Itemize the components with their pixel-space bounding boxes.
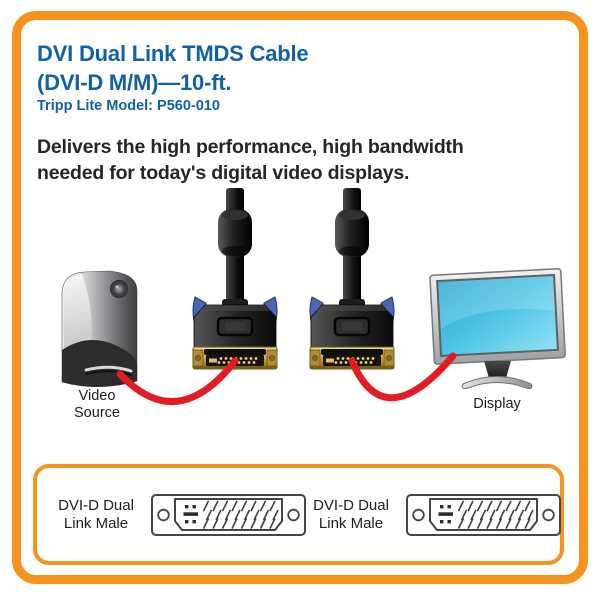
connector-label-line-2: Link Male xyxy=(318,514,384,532)
title-line-1: DVI Dual Link TMDS Cable xyxy=(37,41,309,66)
connection-diagram-illustration xyxy=(61,186,566,406)
red-cable-left xyxy=(116,357,239,406)
title-line-2: (DVI-D M/M)—10-ft. xyxy=(37,70,232,95)
description-line-1: Delivers the high performance, high band… xyxy=(37,136,464,158)
model-number: Tripp Lite Model: P560-010 xyxy=(37,98,220,114)
connector-label-line-1: DVI-D Dual xyxy=(58,496,134,514)
monitor-neck xyxy=(484,361,511,378)
outer-border-frame xyxy=(12,11,588,584)
connector-panel-item: DVI-D Dual Link Male xyxy=(52,493,307,537)
video-source-label-line-2: Source xyxy=(74,404,120,421)
connector-label: DVI-D Dual Link Male xyxy=(52,497,140,533)
connector-label-line-2: Link Male xyxy=(63,514,129,532)
connector-panel-item: DVI-D Dual Link Male xyxy=(307,493,562,537)
dvi-connector-face-icon xyxy=(406,493,561,536)
dvi-connector-face-icon xyxy=(151,493,306,536)
connector-label-line-1: DVI-D Dual xyxy=(313,496,389,514)
connector-label: DVI-D Dual Link Male xyxy=(307,497,395,533)
monitor-base xyxy=(461,376,533,389)
computer-tower-illustration xyxy=(61,270,138,388)
dvi-plug-right-illustration xyxy=(308,186,396,371)
video-source-label-line-1: Video xyxy=(78,388,116,404)
dvi-plug-left-illustration xyxy=(191,186,279,371)
red-cable-right xyxy=(348,352,457,402)
monitor-illustration xyxy=(429,268,566,365)
description-text: Delivers the high performance, high band… xyxy=(37,134,464,186)
video-source-label: Video Source xyxy=(52,388,142,421)
page-title: DVI Dual Link TMDS Cable (DVI-D M/M)—10-… xyxy=(37,39,309,97)
description-line-2: needed for today's digital video display… xyxy=(37,162,410,184)
connector-panel: DVI-D Dual Link Male DVI-D Dual Link Mal… xyxy=(33,464,564,565)
display-label: Display xyxy=(473,396,521,412)
